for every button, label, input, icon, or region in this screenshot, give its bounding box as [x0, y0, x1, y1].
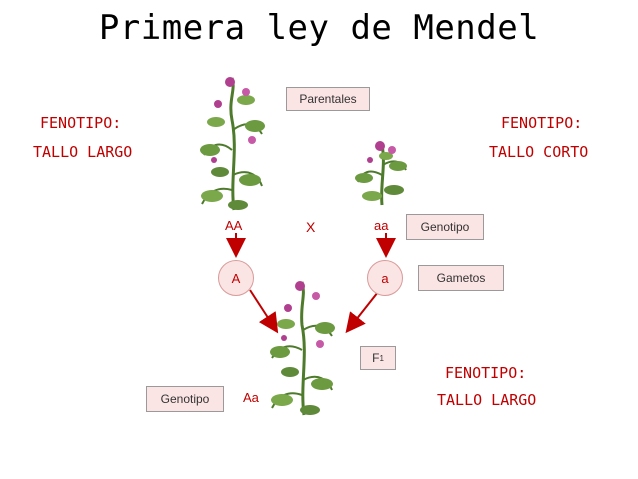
gamete-right-label: a [381, 270, 389, 286]
gamete-left-circle: A [218, 260, 254, 296]
left-fenotipo-value: TALLO LARGO [33, 143, 133, 161]
gamete-right-circle: a [367, 260, 403, 296]
arrow-left-to-offspring [249, 289, 279, 334]
offspring-genotype: Aa [243, 390, 259, 405]
tall-pea-plant-icon [200, 77, 265, 211]
page-title: Primera ley de Mendel [98, 8, 540, 48]
parentales-box: Parentales [286, 87, 370, 111]
short-pea-plant-icon [355, 141, 407, 206]
gamete-left-label: A [231, 270, 241, 286]
right-genotype: aa [374, 218, 389, 233]
left-genotype: AA [225, 218, 243, 233]
genotipo-box-bottom: Genotipo [146, 386, 224, 412]
left-fenotipo-label: FENOTIPO: [40, 114, 122, 132]
cross-symbol: X [306, 219, 316, 235]
genotipo-box-top: Genotipo [406, 214, 484, 240]
f1-label: F [372, 351, 380, 365]
arrow-right-to-offspring [345, 291, 379, 334]
right-fenotipo-label: FENOTIPO: [501, 114, 583, 132]
offspring-fenotipo-label: FENOTIPO: [445, 364, 527, 382]
offspring-fenotipo-value: TALLO LARGO [437, 391, 537, 409]
f1-subscript: 1 [379, 353, 384, 363]
right-fenotipo-value: TALLO CORTO [489, 143, 589, 161]
gametos-box: Gametos [418, 265, 504, 291]
hybrid-pea-plant-icon [270, 281, 335, 416]
